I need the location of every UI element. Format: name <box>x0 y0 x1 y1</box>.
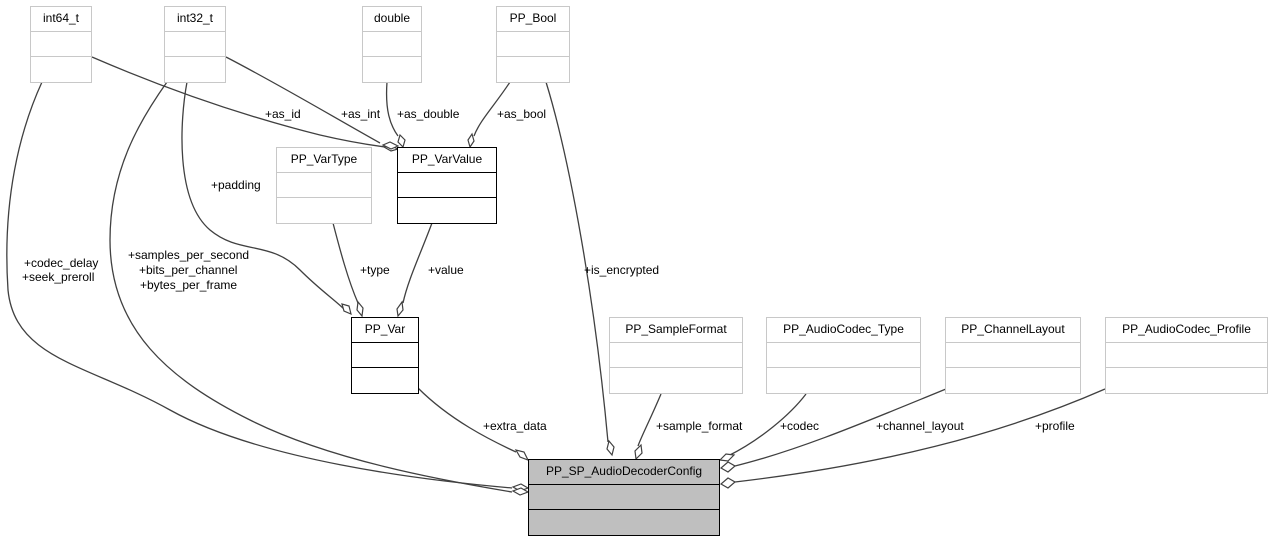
label-as-double: +as_double <box>397 107 460 121</box>
label-bytes-per-frame: +bytes_per_frame <box>140 278 238 292</box>
methods-section <box>610 368 742 393</box>
class-title: PP_SampleFormat <box>610 318 742 343</box>
methods-section <box>529 510 719 535</box>
diamond-sample-format <box>634 443 643 461</box>
attributes-section <box>767 343 920 368</box>
label-bits-per-channel: +bits_per_channel <box>139 263 238 277</box>
methods-section <box>165 57 225 82</box>
attributes-section <box>946 343 1080 368</box>
edge-samples-per-second <box>109 81 513 493</box>
edge-profile <box>734 388 1106 483</box>
attributes-section <box>277 173 371 198</box>
diamond-padding <box>341 303 352 316</box>
diamond-as-int <box>381 141 400 150</box>
diamond-codec <box>718 453 736 462</box>
methods-section <box>277 198 371 223</box>
class-int64-t[interactable]: int64_t <box>30 6 92 83</box>
class-title: double <box>363 7 421 32</box>
class-double[interactable]: double <box>362 6 422 83</box>
edge-codec <box>727 393 807 457</box>
class-title: int32_t <box>165 7 225 32</box>
attributes-section <box>1106 343 1267 368</box>
class-pp-audiocodec-profile[interactable]: PP_AudioCodec_Profile <box>1105 317 1268 394</box>
attributes-section <box>363 32 421 57</box>
class-title: PP_AudioCodec_Type <box>767 318 920 343</box>
diamond-as-double <box>397 133 406 149</box>
methods-section <box>398 198 496 223</box>
label-codec-delay: +codec_delay <box>24 256 99 270</box>
label-samples-per-second: +samples_per_second <box>128 248 250 262</box>
diamond-samples <box>511 487 530 496</box>
class-pp-sampleformat[interactable]: PP_SampleFormat <box>609 317 743 394</box>
methods-section <box>946 368 1080 393</box>
class-pp-channellayout[interactable]: PP_ChannelLayout <box>945 317 1081 394</box>
methods-section <box>31 57 91 82</box>
class-int32-t[interactable]: int32_t <box>164 6 226 83</box>
class-title: PP_VarType <box>277 148 371 173</box>
label-extra-data: +extra_data <box>483 419 547 433</box>
label-padding: +padding <box>211 178 261 192</box>
class-title: PP_Var <box>352 318 418 343</box>
attributes-section <box>497 32 569 57</box>
label-as-id: +as_id <box>265 107 301 121</box>
methods-section <box>767 368 920 393</box>
edge-extra-data <box>417 387 517 453</box>
label-codec: +codec <box>780 419 820 433</box>
edge-is-encrypted <box>545 81 609 443</box>
label-as-bool: +as_bool <box>497 107 547 121</box>
attributes-section <box>529 485 719 510</box>
attributes-section <box>352 343 418 368</box>
attributes-section <box>165 32 225 57</box>
class-pp-sp-audiodecoderconfig[interactable]: PP_SP_AudioDecoderConfig <box>528 459 720 536</box>
attributes-section <box>398 173 496 198</box>
class-title: PP_VarValue <box>398 148 496 173</box>
class-pp-audiocodec-type[interactable]: PP_AudioCodec_Type <box>766 317 921 394</box>
class-pp-var[interactable]: PP_Var <box>351 317 419 394</box>
attributes-section <box>31 32 91 57</box>
diamond-is-encrypted <box>606 439 615 457</box>
label-seek-preroll: +seek_preroll <box>22 270 95 284</box>
methods-section <box>497 57 569 82</box>
diamond-channel-layout <box>719 461 737 473</box>
edge-padding <box>181 81 346 311</box>
edge-type <box>332 222 359 304</box>
diamond-extra-data <box>514 449 530 462</box>
attributes-section <box>610 343 742 368</box>
class-title: PP_ChannelLayout <box>946 318 1080 343</box>
edge-as-bool <box>473 81 511 137</box>
class-pp-vartype[interactable]: PP_VarType <box>276 147 372 224</box>
class-title: PP_SP_AudioDecoderConfig <box>529 460 719 485</box>
methods-section <box>363 57 421 82</box>
edge-codec-delay <box>6 81 513 489</box>
edge-as-int <box>225 56 381 144</box>
label-value: +value <box>428 263 464 277</box>
diamond-profile <box>719 477 737 489</box>
methods-section <box>1106 368 1267 393</box>
label-as-int: +as_int <box>341 107 381 121</box>
class-pp-varvalue[interactable]: PP_VarValue <box>397 147 497 224</box>
diamond-type <box>356 300 364 318</box>
label-sample-format: +sample_format <box>656 419 743 433</box>
edge-as-id <box>91 56 386 148</box>
edge-sample-format <box>637 393 662 447</box>
class-title: PP_AudioCodec_Profile <box>1106 318 1267 343</box>
edge-channel-layout <box>734 388 947 467</box>
label-type: +type <box>360 263 390 277</box>
edge-value <box>402 222 433 304</box>
label-channel-layout: +channel_layout <box>876 419 964 433</box>
edge-as-double <box>385 81 399 137</box>
class-pp-bool[interactable]: PP_Bool <box>496 6 570 83</box>
label-is-encrypted: +is_encrypted <box>584 263 660 277</box>
label-profile: +profile <box>1035 419 1075 433</box>
class-title: int64_t <box>31 7 91 32</box>
diamond-value <box>396 300 404 318</box>
class-title: PP_Bool <box>497 7 569 32</box>
methods-section <box>352 368 418 393</box>
diamond-as-bool <box>467 132 475 149</box>
